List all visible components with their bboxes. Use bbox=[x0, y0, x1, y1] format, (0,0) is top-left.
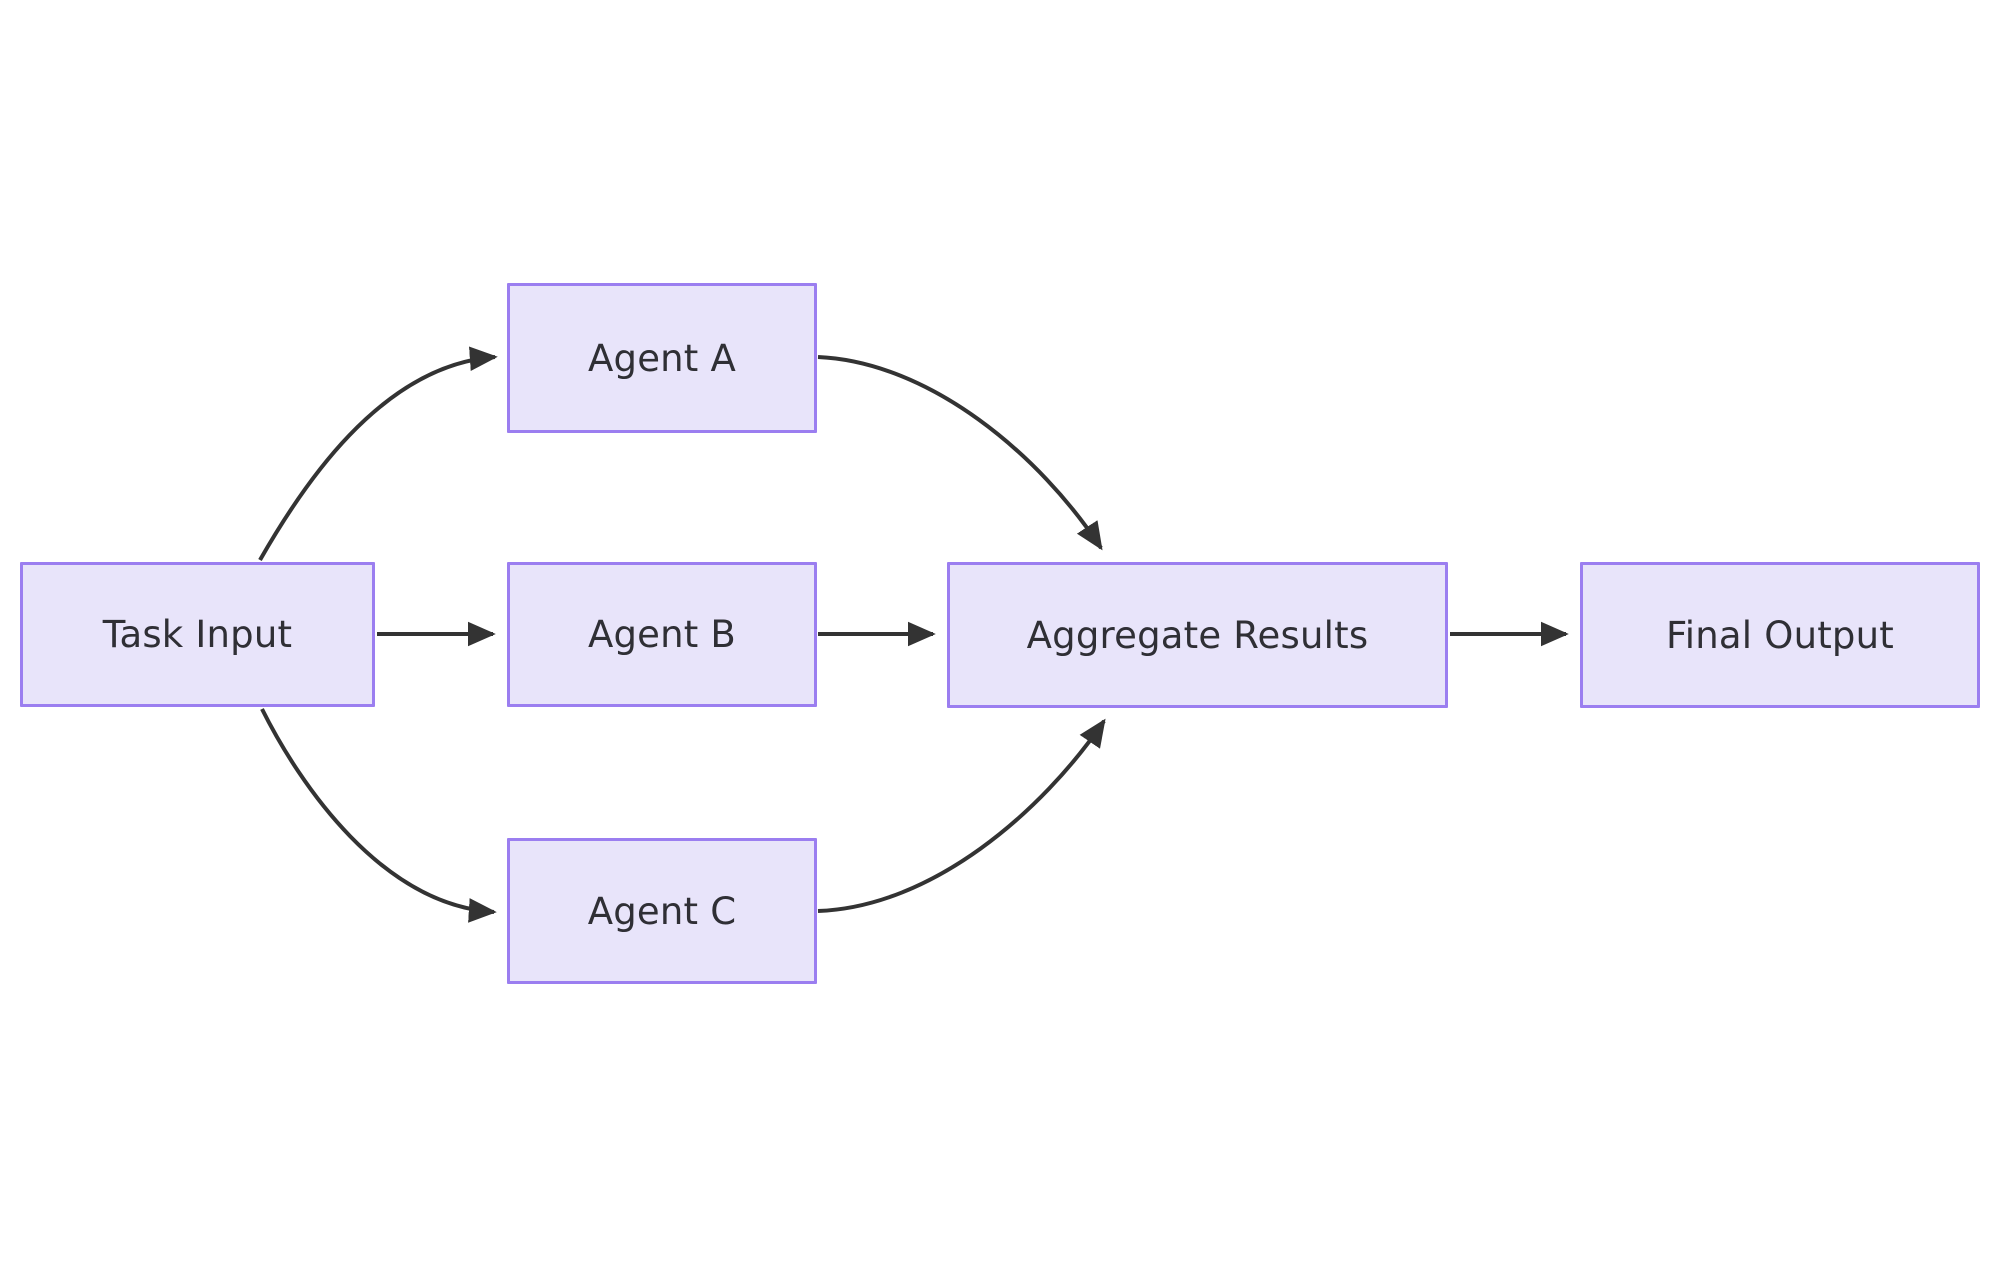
edge-task-input-to-agent-c bbox=[260, 708, 497, 923]
edge-task-input-to-agent-a bbox=[258, 346, 498, 561]
node-final-output-label: Final Output bbox=[1666, 613, 1894, 657]
node-agent-c-label: Agent C bbox=[587, 889, 737, 933]
node-agent-a[interactable]: Agent A bbox=[507, 283, 817, 433]
node-final-output[interactable]: Final Output bbox=[1580, 562, 1980, 708]
edge-agent-a-to-aggregate-results bbox=[817, 355, 1103, 551]
node-aggregate-results[interactable]: Aggregate Results bbox=[947, 562, 1448, 708]
node-task-input[interactable]: Task Input bbox=[20, 562, 375, 707]
edge-agent-c-to-aggregate-results bbox=[817, 718, 1106, 913]
node-aggregate-results-label: Aggregate Results bbox=[1026, 613, 1369, 657]
node-task-input-label: Task Input bbox=[102, 613, 293, 656]
node-agent-b[interactable]: Agent B bbox=[507, 562, 817, 707]
node-agent-a-label: Agent A bbox=[588, 336, 736, 380]
node-agent-c[interactable]: Agent C bbox=[507, 838, 817, 984]
node-agent-b-label: Agent B bbox=[587, 613, 737, 656]
